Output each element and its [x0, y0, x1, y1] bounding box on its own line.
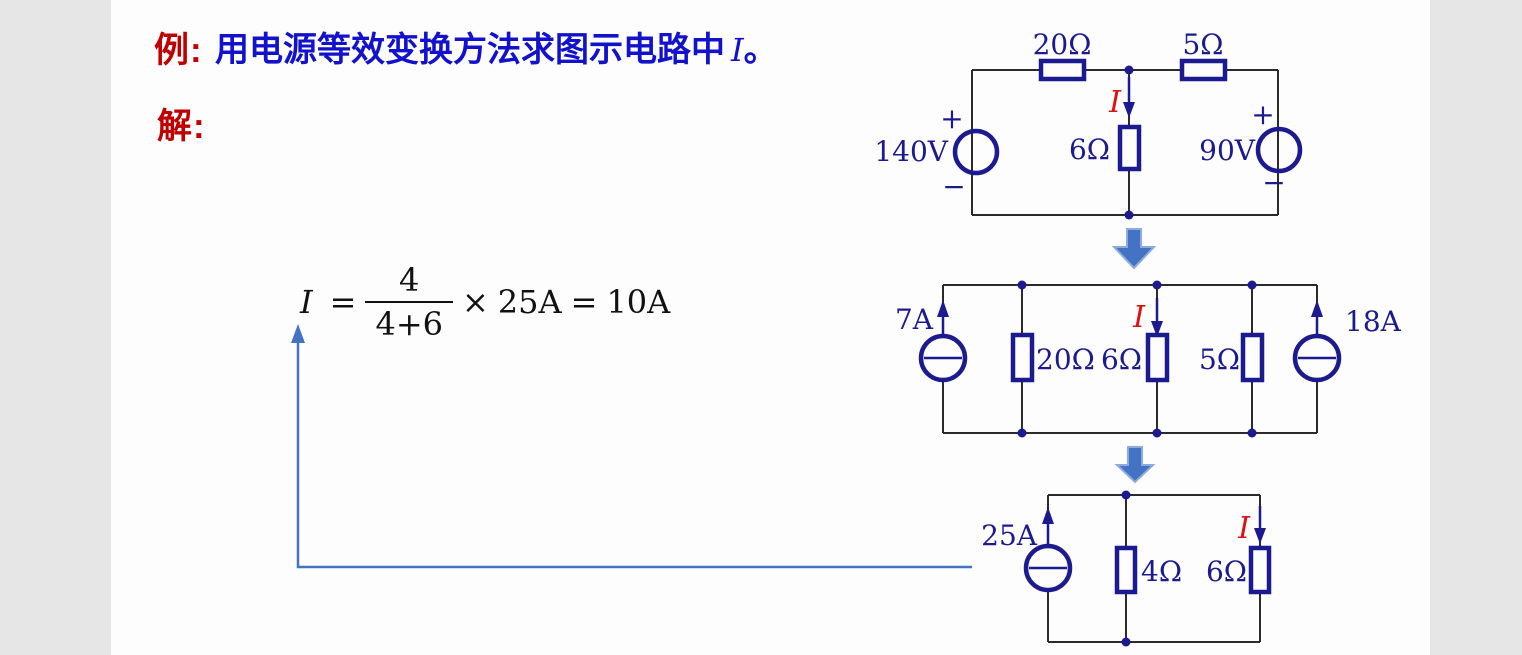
- formula-times: ×: [461, 283, 489, 321]
- problem-current-variable: I: [731, 31, 744, 69]
- formula-multiplicand: 25A: [497, 283, 562, 321]
- formula-equals: =: [329, 283, 357, 321]
- formula-result: 10A: [606, 283, 671, 321]
- formula-lhs: I: [300, 283, 313, 321]
- fraction-numerator: 4: [399, 261, 420, 299]
- problem-text: 用电源等效变换方法求图示电路中: [215, 31, 725, 69]
- example-label: 例:: [154, 31, 203, 70]
- formula-equals-2: =: [570, 283, 598, 321]
- solution-label: 解:: [157, 107, 206, 146]
- formula-fraction: 4 4+6: [365, 261, 453, 343]
- result-formula: I = 4 4+6 × 25A = 10A: [300, 261, 671, 343]
- problem-period: 。: [743, 31, 778, 69]
- fraction-denominator: 4+6: [365, 301, 453, 343]
